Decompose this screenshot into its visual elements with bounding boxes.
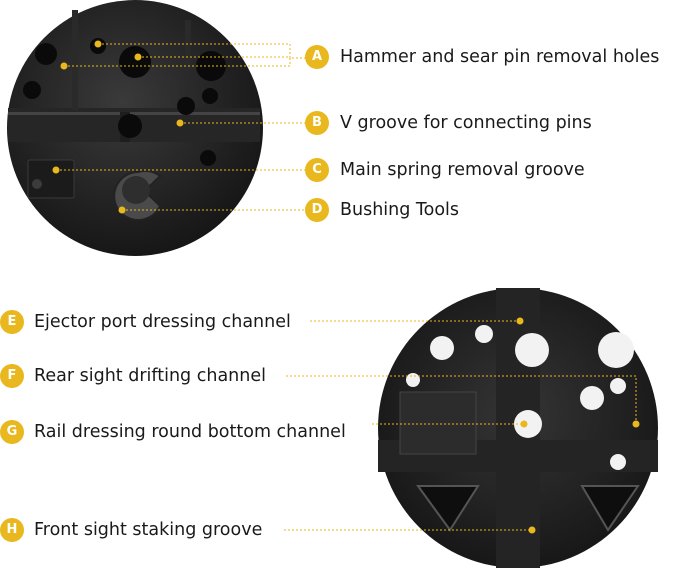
callout-label-b: V groove for connecting pins [340, 113, 592, 133]
pin-hole [23, 81, 41, 99]
callout-badge-a: A [305, 45, 329, 69]
leader-lines-bottom [284, 320, 637, 531]
through-hole [515, 333, 549, 367]
front-sight-staking-groove [416, 485, 480, 532]
callout-label-g: Rail dressing round bottom channel [34, 422, 346, 442]
callout-label-c: Main spring removal groove [340, 160, 585, 180]
bottom-bench-block [378, 288, 658, 568]
leader-lines-top [56, 43, 305, 211]
front-sight-staking-groove [580, 485, 640, 532]
callout-label-d: Bushing Tools [340, 200, 460, 220]
callout-label-e: Ejector port dressing channel [34, 312, 291, 332]
callout-badge-f: F [0, 364, 24, 388]
callout-label-a: Hammer and sear pin removal holes [340, 47, 660, 67]
callout-badge-d: D [305, 198, 329, 222]
through-hole [610, 378, 626, 394]
pin-hole [200, 150, 216, 166]
leader-dots-top [52, 40, 184, 214]
through-hole [610, 454, 626, 470]
callout-badge-c: C [305, 158, 329, 182]
callout-badge-e: E [0, 310, 24, 334]
pin-hole [118, 114, 142, 138]
top-bench-block [7, 0, 263, 256]
through-hole [430, 336, 454, 360]
callout-label-h: Front sight staking groove [34, 520, 263, 540]
main-spring-groove [27, 159, 75, 199]
callout-label-f: Rear sight drifting channel [34, 366, 266, 386]
callout-badge-b: B [305, 111, 329, 135]
through-hole [514, 410, 542, 438]
callout-badge-h: H [0, 518, 24, 542]
pin-hole [177, 97, 195, 115]
through-hole [406, 373, 420, 387]
pin-hole [196, 51, 226, 81]
through-hole [598, 332, 634, 368]
callout-badge-g: G [0, 420, 24, 444]
pin-hole [119, 46, 151, 78]
pin-hole [202, 88, 218, 104]
through-hole [475, 325, 493, 343]
leader-dots-bottom [516, 317, 640, 534]
through-hole [580, 386, 604, 410]
pin-hole [35, 43, 57, 65]
